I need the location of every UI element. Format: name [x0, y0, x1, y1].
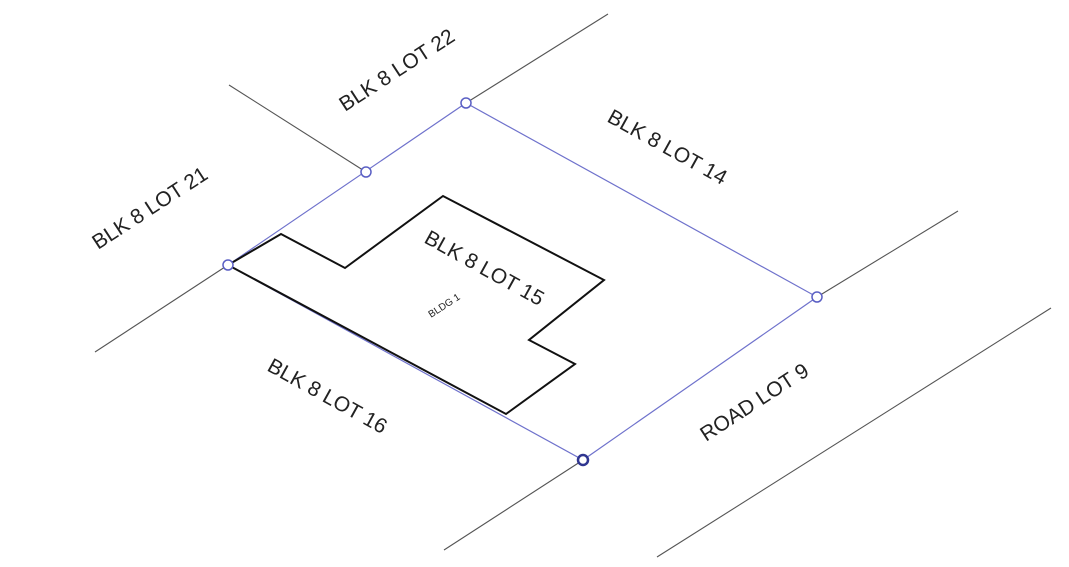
road-edge-line	[656, 307, 1052, 558]
lot-line-left	[94, 264, 229, 353]
label-building: BLDG 1	[427, 292, 463, 321]
boundary-vertex-bottom[interactable]	[576, 453, 590, 467]
label-blk8-lot21: BLK 8 LOT 21	[88, 163, 212, 255]
label-road-lot9: ROAD LOT 9	[696, 359, 813, 446]
boundary-vertex-left[interactable]	[222, 259, 234, 271]
boundary-vertex-mid-left[interactable]	[360, 166, 372, 178]
lot-line-upper-right	[465, 13, 609, 104]
label-blk8-lot16: BLK 8 LOT 16	[264, 354, 391, 438]
building-footprint[interactable]	[227, 194, 606, 416]
lot-line-22-21	[228, 84, 367, 173]
lot-line-bottom	[443, 459, 584, 551]
lot-line-right	[816, 210, 959, 298]
boundary-vertex-right[interactable]	[811, 291, 823, 303]
label-blk8-lot14: BLK 8 LOT 14	[604, 105, 731, 190]
boundary-vertex-top[interactable]	[460, 97, 472, 109]
label-blk8-lot15: BLK 8 LOT 15	[421, 226, 548, 310]
label-blk8-lot22: BLK 8 LOT 22	[335, 25, 459, 117]
